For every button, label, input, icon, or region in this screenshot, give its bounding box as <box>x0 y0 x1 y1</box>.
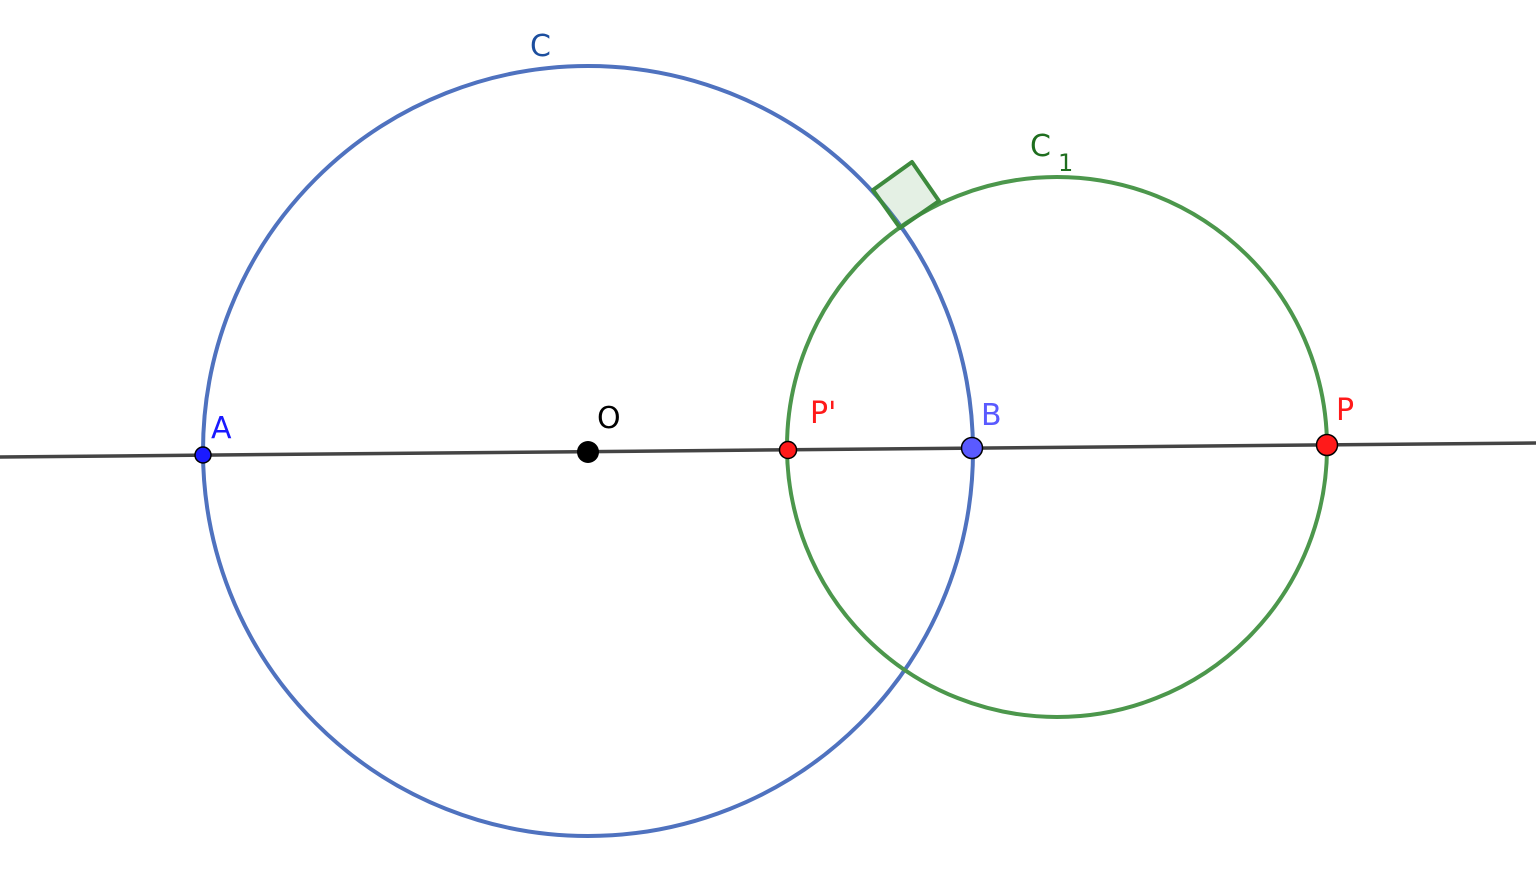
label-point-o: O <box>597 401 621 436</box>
point-a[interactable] <box>194 446 212 464</box>
label-point-p: P <box>1336 393 1354 428</box>
label-point-a: A <box>211 411 232 446</box>
point-p-prime[interactable] <box>778 440 798 460</box>
label-point-b: B <box>981 398 1002 433</box>
label-circle-c: C <box>530 29 551 64</box>
line-ab[interactable] <box>0 441 1536 459</box>
label-circle-c1-subscript: 1 <box>1058 149 1073 177</box>
right-angle-marker <box>871 160 941 230</box>
point-p[interactable] <box>1315 433 1339 457</box>
label-point-p-prime: P' <box>810 396 836 431</box>
point-b[interactable] <box>960 436 984 460</box>
point-o[interactable] <box>577 441 599 463</box>
label-circle-c1: C <box>1030 129 1051 164</box>
